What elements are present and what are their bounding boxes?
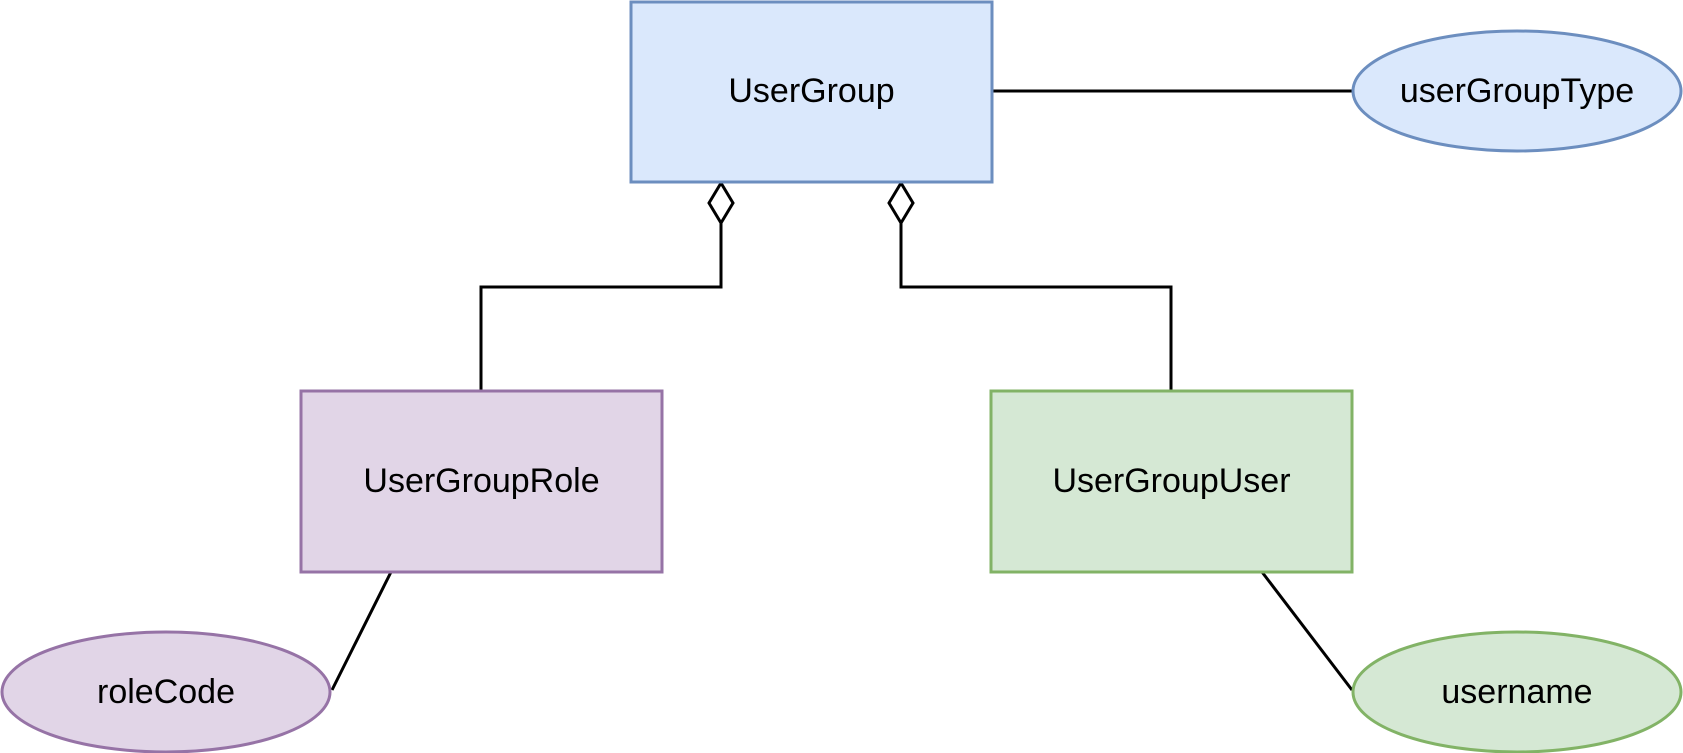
attribute-usergrouptype[interactable]: userGroupType bbox=[1351, 29, 1683, 153]
entity-usergrouprole-box bbox=[299, 389, 664, 574]
edge-usergrouprole-usergroup bbox=[479, 223, 723, 391]
edge-usergroupuser-username bbox=[1260, 571, 1354, 691]
edge-usergroupuser-usergroup bbox=[899, 223, 1173, 391]
attribute-usergrouptype-label: userGroupType bbox=[1400, 72, 1634, 110]
entity-usergroupuser-label: UserGroupUser bbox=[1052, 462, 1290, 500]
aggregation-diamond-role bbox=[707, 180, 735, 226]
entity-usergroupuser[interactable]: UserGroupUser bbox=[989, 389, 1354, 574]
edge-usergrouprole-rolecode bbox=[330, 571, 393, 691]
entity-usergroup-box bbox=[629, 0, 994, 184]
entity-usergrouprole[interactable]: UserGroupRole bbox=[299, 389, 664, 574]
entity-usergroup[interactable]: UserGroup bbox=[629, 0, 994, 184]
aggregation-diamond-user bbox=[887, 180, 915, 226]
attribute-rolecode-label: roleCode bbox=[97, 673, 235, 711]
attribute-username-label: username bbox=[1441, 673, 1592, 711]
attribute-usergrouptype-shape bbox=[1351, 29, 1683, 153]
entity-usergroup-label: UserGroup bbox=[728, 72, 894, 110]
attribute-rolecode-shape bbox=[0, 630, 332, 753]
entity-usergrouprole-label: UserGroupRole bbox=[363, 462, 599, 500]
attribute-username[interactable]: username bbox=[1351, 630, 1683, 753]
entity-usergroupuser-box bbox=[989, 389, 1354, 574]
edges bbox=[330, 89, 1354, 691]
attribute-rolecode[interactable]: roleCode bbox=[0, 630, 332, 753]
attribute-username-shape bbox=[1351, 630, 1683, 753]
